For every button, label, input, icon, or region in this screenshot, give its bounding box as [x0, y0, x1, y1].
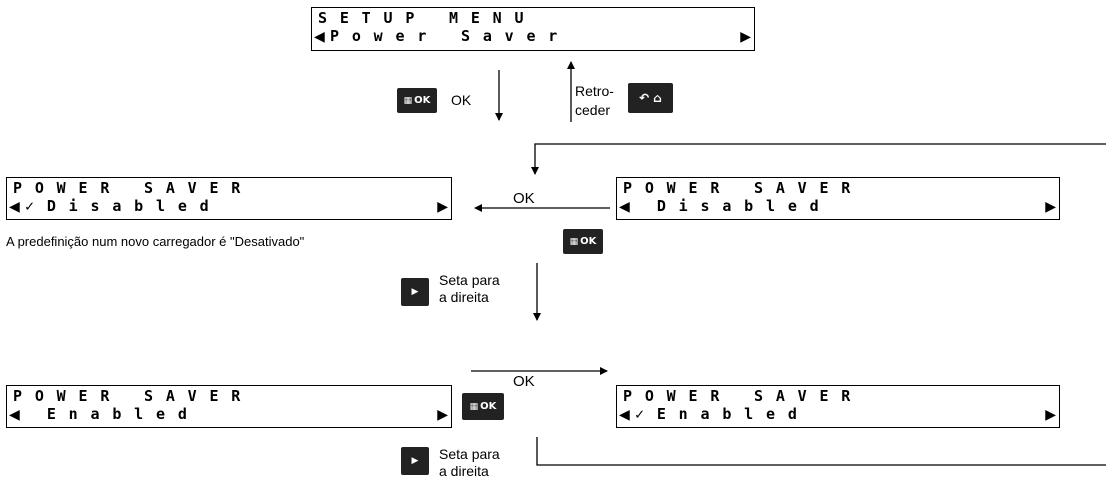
right-arrow-icon: ▶ — [1045, 198, 1056, 214]
back-home-button[interactable]: ↶ ⌂ — [628, 83, 673, 113]
lcd-power-saver-disabled: POWER SAVER ◀ Disabled ▶ — [616, 177, 1060, 220]
menu-grid-icon: ▦ — [469, 401, 479, 412]
ok-label-top: OK — [451, 92, 472, 108]
right-arrow-button[interactable]: ▶ — [401, 278, 429, 306]
lcd-line-2: ✓Disabled — [25, 197, 222, 215]
ok-button-label: OK — [414, 95, 431, 106]
lcd-line-2: ✓Enabled — [635, 405, 810, 423]
lcd-line-1: POWER SAVER — [623, 387, 864, 405]
ok-label-bottom: OK — [513, 373, 535, 390]
ok-button[interactable]: ▦ OK — [397, 88, 437, 113]
lcd-line-2: Enabled — [25, 405, 200, 423]
arrow-right-label-1: Seta para a direita — [439, 272, 500, 305]
back-icon: ↶ — [639, 91, 650, 105]
play-right-icon: ▶ — [411, 456, 419, 466]
right-arrow-icon: ▶ — [740, 28, 751, 44]
left-arrow-icon: ◀ — [9, 198, 20, 214]
ok-button-label: OK — [480, 401, 497, 412]
lcd-line-2: Disabled — [635, 197, 832, 215]
arrow-right-label-2: Seta para a direita — [439, 446, 500, 479]
lcd-line-2: Power Saver — [330, 27, 571, 45]
left-arrow-icon: ◀ — [619, 198, 630, 214]
back-label: Retro- ceder — [575, 83, 614, 118]
ok-button[interactable]: ▦ OK — [563, 229, 603, 254]
right-arrow-icon: ▶ — [1045, 406, 1056, 422]
menu-grid-icon: ▦ — [569, 236, 579, 247]
left-arrow-icon: ◀ — [619, 406, 630, 422]
lcd-line-1: POWER SAVER — [623, 179, 864, 197]
ok-button[interactable]: ▦ OK — [462, 393, 504, 420]
lcd-power-saver-enabled: POWER SAVER ◀ Enabled ▶ — [6, 385, 452, 428]
right-arrow-icon: ▶ — [437, 198, 448, 214]
ok-button-label: OK — [580, 236, 597, 247]
loop-bottom-connector — [536, 437, 1106, 466]
ok-label-mid: OK — [513, 190, 535, 207]
left-arrow-icon: ◀ — [314, 28, 325, 44]
lcd-power-saver-disabled-checked: POWER SAVER ◀ ✓Disabled ▶ — [6, 177, 452, 220]
right-arrow-icon: ▶ — [437, 406, 448, 422]
lcd-line-1: POWER SAVER — [13, 387, 254, 405]
home-icon: ⌂ — [653, 91, 662, 105]
menu-grid-icon: ▦ — [403, 95, 413, 106]
lcd-setup-menu: SETUP MENU ◀ Power Saver ▶ — [311, 7, 755, 51]
lcd-line-1: POWER SAVER — [13, 179, 254, 197]
lcd-power-saver-enabled-checked: POWER SAVER ◀ ✓Enabled ▶ — [616, 385, 1060, 428]
lcd-line-1: SETUP MENU — [318, 9, 537, 27]
left-arrow-icon: ◀ — [9, 406, 20, 422]
default-note: A predefinição num novo carregador é "De… — [6, 234, 305, 249]
right-arrow-button[interactable]: ▶ — [401, 447, 429, 475]
play-right-icon: ▶ — [411, 287, 419, 297]
loop-top-connector — [531, 143, 1106, 175]
